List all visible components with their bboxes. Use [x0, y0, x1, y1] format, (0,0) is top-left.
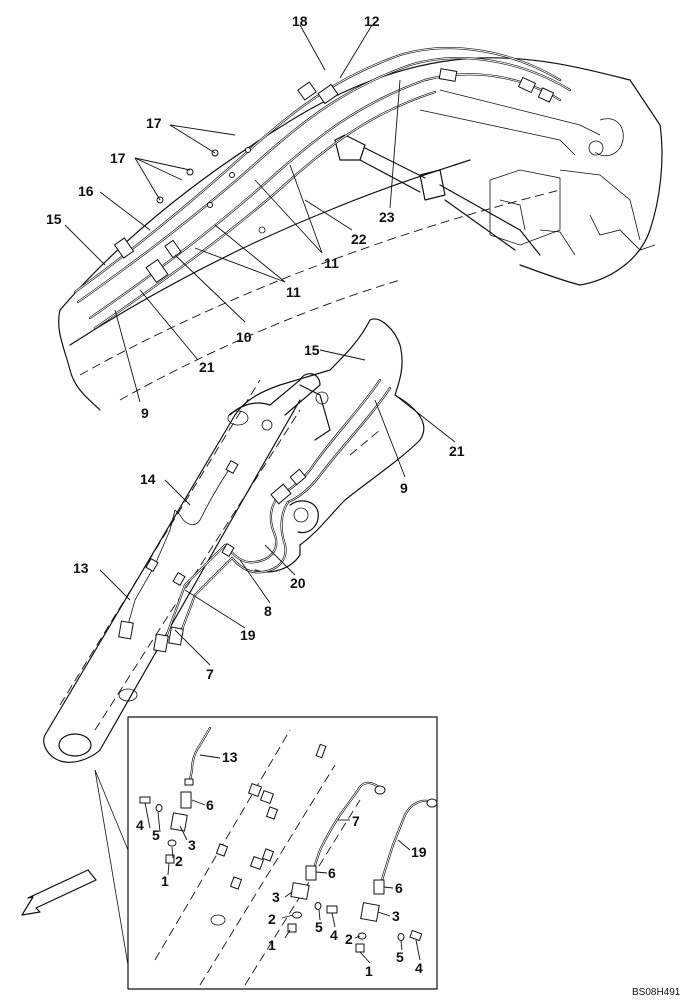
- callout-12: 12: [364, 13, 380, 29]
- callout-9-top: 9: [141, 405, 149, 421]
- callout-1-middle: 1: [268, 937, 276, 953]
- callout-11-right: 11: [324, 255, 339, 271]
- callout-1-left: 1: [161, 873, 169, 889]
- callout-4-left: 4: [136, 817, 144, 833]
- callout-19-arm: 19: [240, 627, 256, 643]
- callout-9-arm: 9: [400, 480, 408, 496]
- callout-1-right: 1: [365, 963, 373, 979]
- callout-3-middle: 3: [272, 889, 280, 905]
- callout-10: 10: [236, 329, 252, 345]
- callout-20: 20: [290, 575, 306, 591]
- callout-2-left: 2: [175, 853, 183, 869]
- callout-3-right: 3: [392, 908, 400, 924]
- arm-view: [43, 318, 425, 763]
- callout-23: 23: [379, 209, 395, 225]
- callout-22: 22: [351, 231, 367, 247]
- callout-17-lower: 17: [110, 150, 126, 166]
- callout-21-top: 21: [199, 359, 215, 375]
- callout-6-right: 6: [395, 880, 403, 896]
- leader-lines: [64, 24, 456, 964]
- detail-view: [94, 716, 438, 990]
- callout-7-detail: 7: [352, 813, 360, 829]
- callout-2-right: 2: [345, 931, 353, 947]
- callout-6-left: 6: [206, 797, 214, 813]
- callout-4-middle: 4: [330, 927, 338, 943]
- callout-11-left: 11: [286, 284, 301, 300]
- direction-arrow: [21, 869, 97, 916]
- callout-5-left: 5: [152, 827, 160, 843]
- callout-3-left: 3: [188, 837, 196, 853]
- callout-13-arm: 13: [73, 560, 89, 576]
- callout-4-right: 4: [415, 960, 423, 976]
- callout-2-middle: 2: [268, 911, 276, 927]
- callout-6-middle: 6: [328, 865, 336, 881]
- callout-5-right: 5: [396, 949, 404, 965]
- callout-15-top: 15: [46, 211, 62, 227]
- callout-5-middle: 5: [315, 919, 323, 935]
- callout-labels: 18 12 17 17 16 15 23 22 11 11 10 21 9 15…: [46, 13, 465, 979]
- callout-15-arm: 15: [304, 342, 320, 358]
- callout-8: 8: [264, 603, 272, 619]
- callout-7-arm: 7: [206, 666, 214, 682]
- callout-17-upper: 17: [146, 115, 162, 131]
- callout-18: 18: [292, 13, 308, 29]
- callout-16: 16: [78, 183, 94, 199]
- upper-boom-view: [58, 47, 663, 411]
- callout-21-arm: 21: [449, 443, 465, 459]
- reference-code: BS08H491: [632, 987, 681, 998]
- callout-14: 14: [140, 471, 156, 487]
- callout-13-detail: 13: [222, 749, 238, 765]
- detail-frame: [127, 716, 438, 990]
- callout-19-detail: 19: [411, 844, 427, 860]
